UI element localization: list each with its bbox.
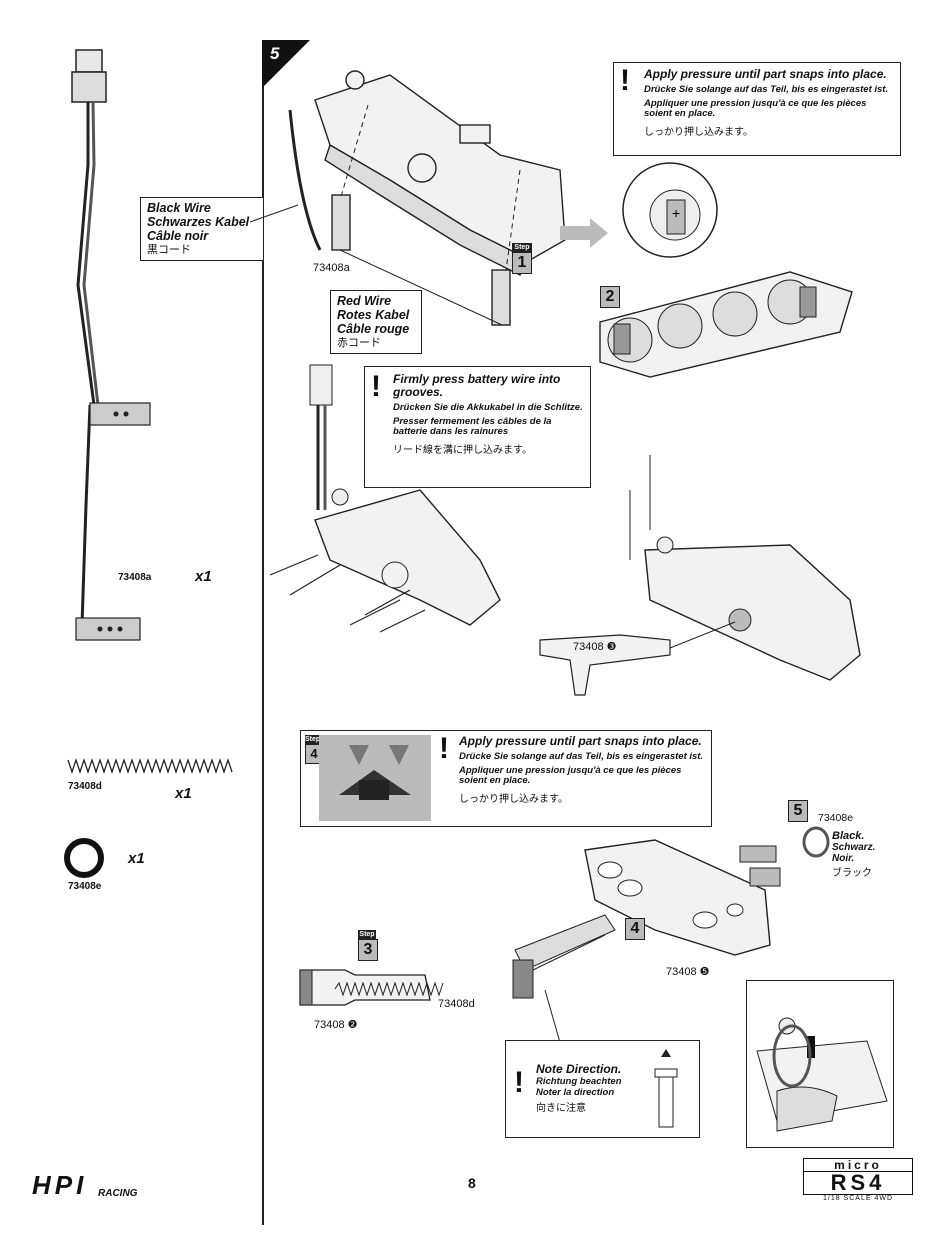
qty-wire: x1 (195, 568, 212, 585)
direction-arrow (560, 218, 608, 248)
callout-grooves-fr: Presser fermement les câbles de la batte… (393, 416, 552, 437)
callout-snap-de: Drücke Sie solange auf das Teil, bis es … (644, 84, 889, 95)
qty-oring: x1 (128, 850, 145, 867)
callout-snap2-jp: しっかり押し込みます。 (459, 794, 568, 805)
snap-photo (319, 735, 431, 821)
callout-snap-en: Apply pressure until part snaps into pla… (644, 67, 887, 81)
callout-snap2-de: Drücke Sie solange auf das Teil, bis es … (459, 751, 704, 762)
zoom-detail-box (746, 980, 894, 1148)
red-wire-label: Red Wire Rotes Kabel Câble rouge 赤コード (330, 290, 422, 354)
direction-en: Note Direction. (536, 1062, 622, 1076)
direction-jp: 向きに注意 (536, 1103, 586, 1114)
part-id-73408e: 73408e (818, 812, 854, 824)
part-no-oring: 73408e (68, 881, 102, 892)
qty-spring: x1 (175, 785, 192, 802)
black-wire-label: Black Wire Schwarzes Kabel Câble noir 黒コ… (140, 197, 264, 261)
logo-rs4: RS4 (803, 1172, 913, 1195)
black-jp: ブラック (832, 868, 872, 879)
battery-tray-illustration (599, 271, 853, 378)
part-no-spring: 73408d (68, 781, 102, 792)
warning-icon: ! (514, 1066, 524, 1099)
logo-scale: 1/18 SCALE 4WD (822, 1195, 894, 1202)
svg-text:+: + (672, 205, 680, 221)
warning-icon: ! (620, 64, 630, 97)
callout-grooves-jp: リード線を溝に押し込みます。 (393, 445, 532, 456)
callout-snap-bottom: Step 4 ! Apply pressure until part snaps… (300, 730, 712, 827)
callout-snap-top: ! Apply pressure until part snaps into p… (613, 62, 901, 156)
battery-zoom-circle: + (622, 162, 718, 258)
part-id-73408a: 73408a (313, 262, 350, 274)
micro-rs4-logo: micro RS4 1/18 SCALE 4WD (803, 1158, 913, 1206)
step-tag-1: Step (512, 243, 532, 252)
callout-snap-jp: しっかり押し込みます。 (644, 127, 753, 138)
black-en: Black. (832, 830, 865, 842)
callout-grooves-de: Drücken Sie die Akkukabel in die Schlitz… (393, 402, 583, 413)
substep-3: 3 (358, 939, 378, 961)
oring-part-illustration (64, 838, 104, 878)
battery-holder-assembly-top (288, 70, 566, 326)
black-wire-fr: Câble noir (147, 229, 209, 243)
callout-snap2-fr: Appliquer une pression jusqu'à ce que le… (459, 765, 682, 786)
substep-2: 2 (600, 286, 620, 308)
warning-icon: ! (371, 370, 381, 403)
black-oring-label: Black. Schwarz. Noir. ブラック (832, 830, 875, 879)
callout-direction: ! Note Direction. Richtung beachten Note… (505, 1040, 700, 1138)
black-de: Schwarz. (832, 842, 876, 853)
spring-part-illustration (67, 757, 233, 775)
substep-5: 5 (788, 800, 808, 822)
direction-part-icon (654, 1049, 678, 1128)
direction-de: Richtung beachten (536, 1076, 622, 1087)
red-wire-en: Red Wire (337, 294, 392, 308)
warning-icon: ! (439, 732, 449, 765)
red-wire-de: Rotes Kabel (337, 308, 410, 322)
battery-holder-spring-assembly (512, 839, 781, 1061)
logo-micro: micro (803, 1158, 913, 1172)
red-wire-fr: Câble rouge (337, 322, 410, 336)
substep-1: 1 (512, 252, 532, 274)
callout-snap-fr: Appliquer une pression jusqu'à ce que le… (644, 98, 867, 119)
battery-holder-with-release-tab (539, 455, 861, 696)
battery-holder-wire-grooves (269, 364, 501, 633)
black-fr: Noir. (832, 853, 855, 864)
callout-snap2-en: Apply pressure until part snaps into pla… (459, 734, 702, 748)
page-number: 8 (468, 1175, 476, 1191)
step-number-tag (262, 40, 310, 88)
callout-grooves-en: Firmly press battery wire into grooves. (393, 372, 561, 399)
oring-zoom (802, 826, 830, 858)
hpi-racing-logo: HPI RACING (32, 1172, 162, 1202)
step-tag-4: Step (305, 735, 321, 744)
column-divider (262, 40, 264, 1225)
substep-4: 4 (625, 918, 645, 940)
spring-latch-illustration (299, 969, 444, 1006)
wire-part-illustration (71, 49, 151, 641)
part-id-73408d: 73408d (438, 998, 475, 1010)
part-id-73408-5: 73408 ❺ (666, 966, 710, 978)
part-id-73408-2: 73408 ❷ (314, 1019, 358, 1031)
direction-fr: Noter la direction (536, 1087, 615, 1098)
racing-logo-text: RACING (98, 1188, 138, 1199)
step-number: 5 (270, 44, 280, 63)
red-wire-jp: 赤コード (337, 337, 381, 349)
black-wire-de: Schwarzes Kabel (147, 215, 250, 229)
hpi-logo-text: HPI (32, 1170, 88, 1200)
part-id-73408-3: 73408 ❸ (573, 641, 617, 653)
step-tag-3: Step (358, 930, 376, 939)
black-wire-jp: 黒コード (147, 244, 191, 256)
callout-grooves: ! Firmly press battery wire into grooves… (364, 366, 591, 488)
part-no-wire: 73408a (118, 572, 152, 583)
black-wire-en: Black Wire (147, 201, 211, 215)
